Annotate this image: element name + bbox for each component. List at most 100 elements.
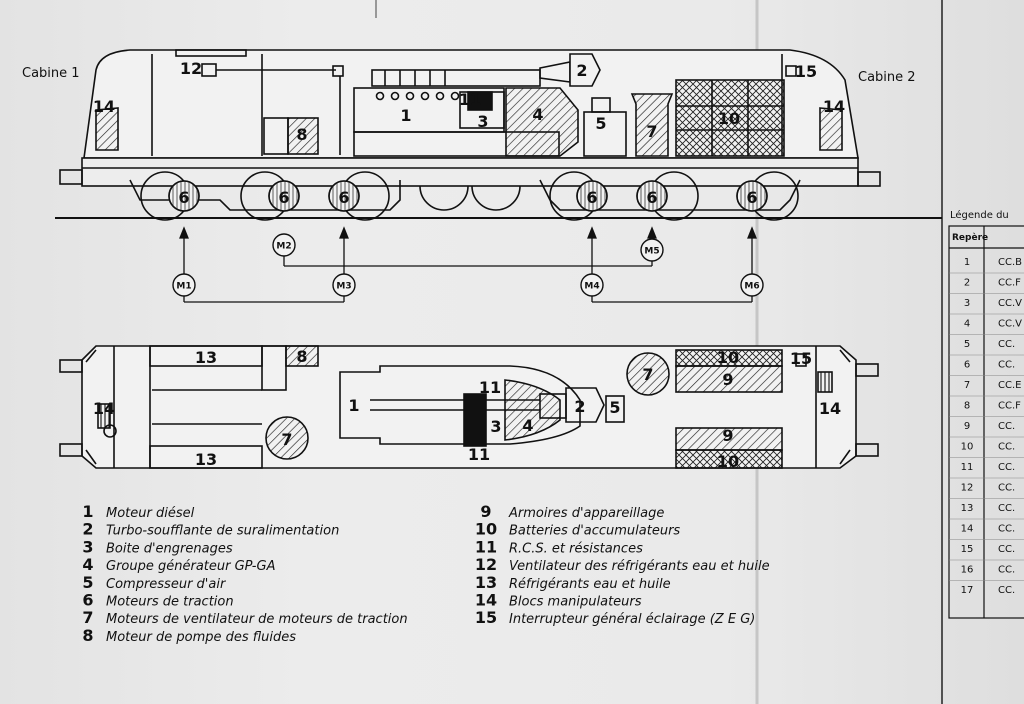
side-component-7: 7 <box>646 122 657 141</box>
side-component-15: 15 <box>795 62 817 81</box>
motor-tag-m3: M3 <box>336 282 351 292</box>
table-ref-14: 14 <box>961 524 974 535</box>
side-component-6: 6 <box>278 188 289 207</box>
plan-component-14: 14 <box>819 399 841 418</box>
table-ref-16: 16 <box>961 565 974 576</box>
motor-tag-circle <box>332 273 356 297</box>
legend-text-8: Moteur de pompe des fluides <box>106 630 296 645</box>
legend-number-9: 9 <box>480 502 491 521</box>
legend-text-2: Turbo-soufflante de suralimentation <box>106 524 339 539</box>
plan-component-9: 9 <box>722 370 733 389</box>
side-component-1: 1 <box>400 106 411 125</box>
legend-number-3: 3 <box>82 537 93 556</box>
legend-text-1: Moteur diésel <box>106 506 195 521</box>
legend-number-10: 10 <box>475 520 497 539</box>
side-component-12: 12 <box>180 59 202 78</box>
table-ref-1: 1 <box>964 257 970 268</box>
legend-number-11: 11 <box>475 537 497 556</box>
table-value-10: CC. <box>998 442 1015 453</box>
table-ref-7: 7 <box>964 380 970 391</box>
plan-component-11: 11 <box>479 378 501 397</box>
table-value-2: CC.F <box>998 278 1021 289</box>
motor-tag-m1: M1 <box>176 282 191 292</box>
motor-tag-m6: M6 <box>744 282 759 292</box>
legend-number-6: 6 <box>82 591 93 610</box>
plan-component-15: 15 <box>790 349 812 368</box>
table-value-3: CC.V <box>998 298 1022 309</box>
motor-tag-circle <box>272 233 296 257</box>
plan-component-7: 7 <box>642 365 653 384</box>
table-value-16: CC. <box>998 565 1015 576</box>
plan-component-13: 13 <box>195 450 217 469</box>
table-value-14: CC. <box>998 524 1015 535</box>
table-ref-12: 12 <box>961 483 974 494</box>
table-ref-3: 3 <box>964 298 970 309</box>
motor-tag-m2: M2 <box>276 242 291 252</box>
table-value-12: CC. <box>998 483 1015 494</box>
cabin-2-label: Cabine 2 <box>858 70 916 85</box>
plan-component-5: 5 <box>609 398 620 417</box>
legend-left: 1 Moteur diésel 2 Turbo-soufflante de sural… <box>82 502 407 645</box>
table-title: Légende du <box>950 209 1009 221</box>
table-value-5: CC. <box>998 339 1015 350</box>
side-component-11: 11 <box>459 90 481 109</box>
plan-component-3: 3 <box>490 417 501 436</box>
side-component-14: 14 <box>93 97 115 116</box>
table-value-8: CC.F <box>998 401 1021 412</box>
legend-number-7: 7 <box>82 608 93 627</box>
table-ref-11: 11 <box>961 462 974 473</box>
side-component-6: 6 <box>178 188 189 207</box>
legend-number-1: 1 <box>82 502 93 521</box>
plan-view <box>59 345 879 469</box>
side-component-8: 8 <box>296 125 307 144</box>
motor-tag-m4: M4 <box>584 282 599 292</box>
legend-text-6: Moteurs de traction <box>106 595 234 610</box>
legend-text-13: Réfrigérants eau et huile <box>509 577 671 592</box>
table-frame <box>948 225 1024 619</box>
plan-component-11: 11 <box>468 445 490 464</box>
legend-number-4: 4 <box>82 555 93 574</box>
table-value-13: CC. <box>998 503 1015 514</box>
table-value-11: CC. <box>998 462 1015 473</box>
table-value-4: CC.V <box>998 319 1022 330</box>
motor-tag-m5: M5 <box>644 247 659 257</box>
table-value-1: CC.B <box>998 257 1022 268</box>
table-ref-15: 15 <box>961 544 974 555</box>
motor-tag-circle <box>740 273 764 297</box>
table-header: Repère <box>952 232 988 243</box>
motor-tag-circle <box>580 273 604 297</box>
legend-text-12: Ventilateur des réfrigérants eau et huil… <box>509 559 770 574</box>
table-ref-9: 9 <box>964 421 970 432</box>
legend-text-7: Moteurs de ventilateur de moteurs de tra… <box>106 612 408 627</box>
table-value-7: CC.E <box>998 380 1021 391</box>
side-view <box>55 49 942 221</box>
legend-text-4: Groupe générateur GP-GA <box>106 559 275 574</box>
plan-component-13: 13 <box>195 348 217 367</box>
plan-component-2: 2 <box>574 397 585 416</box>
legend-text-9: Armoires d'appareillage <box>508 506 664 521</box>
table-ref-10: 10 <box>961 442 974 453</box>
legend-text-3: Boite d'engrenages <box>106 541 233 556</box>
legend-text-5: Compresseur d'air <box>106 577 227 592</box>
plan-component-10: 10 <box>717 348 739 367</box>
legend-number-8: 8 <box>82 626 93 645</box>
legend-text-11: R.C.S. et résistances <box>509 541 643 556</box>
side-component-6: 6 <box>586 188 597 207</box>
plan-component-10: 10 <box>717 452 739 471</box>
legend-number-2: 2 <box>82 520 93 539</box>
plan-component-1: 1 <box>348 396 359 415</box>
side-component-14: 14 <box>823 97 845 116</box>
legend-text-15: Interrupteur général éclairage (Z E G) <box>509 612 755 627</box>
legend-number-14: 14 <box>475 591 497 610</box>
side-component-6: 6 <box>746 188 757 207</box>
table-ref-2: 2 <box>964 278 970 289</box>
legend-number-12: 12 <box>475 555 497 574</box>
table-value-15: CC. <box>998 544 1015 555</box>
